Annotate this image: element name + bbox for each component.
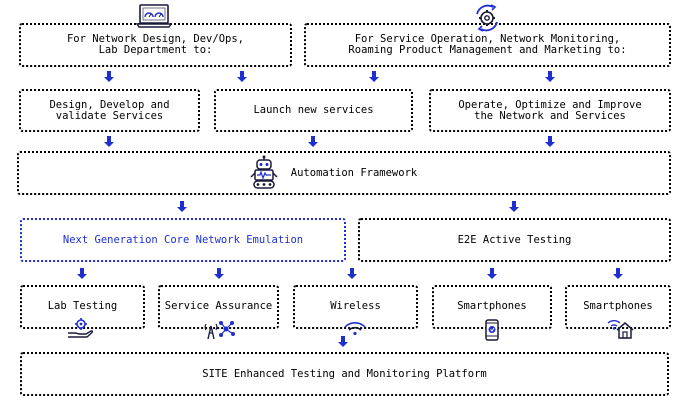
e2e-active-testing-text: E2E Active Testing [457, 233, 572, 246]
service-assurance-text: Service Assurance [164, 300, 273, 312]
arrow-down-icon [545, 136, 555, 147]
core-network-emulation-box: Next Generation Core Network Emulation [20, 218, 346, 262]
arrow-down-icon [347, 268, 357, 279]
automation-framework-box: Automation Framework [17, 151, 671, 195]
site-platform-text: SITE Enhanced Testing and Monitoring Pla… [202, 367, 487, 380]
service-assurance-box: Service Assurance [158, 285, 279, 329]
network-design-text: For Network Design, Dev/Ops, Lab Departm… [66, 33, 244, 56]
design-develop-box: Design, Develop and validate Services [19, 89, 200, 132]
robot-icon [250, 155, 278, 189]
arrow-down-icon [308, 136, 318, 147]
launch-services-text: Launch new services [253, 104, 374, 116]
arrow-down-icon [545, 71, 555, 82]
arrow-down-icon [104, 71, 114, 82]
smartphones-box-2: Smartphones [565, 285, 671, 329]
arrow-down-icon [509, 201, 519, 212]
automation-framework-text: Automation Framework [290, 166, 418, 179]
operate-optimize-text: Operate, Optimize and Improve the Networ… [458, 98, 642, 122]
laptop-dashboard-icon [136, 3, 172, 29]
lab-testing-text: Lab Testing [47, 300, 118, 312]
wireless-text: Wireless [330, 300, 381, 312]
smartphones-text-1: Smartphones [457, 300, 527, 312]
wifi-icon [343, 320, 367, 336]
arrow-down-icon [77, 268, 87, 279]
site-platform-box: SITE Enhanced Testing and Monitoring Pla… [20, 352, 669, 396]
arrow-down-icon [237, 71, 247, 82]
design-develop-text: Design, Develop and validate Services [49, 98, 170, 122]
smartphone-icon [485, 319, 499, 341]
arrow-down-icon [104, 136, 114, 147]
core-network-emulation-text: Next Generation Core Network Emulation [62, 233, 304, 246]
launch-services-box: Launch new services [214, 89, 413, 132]
arrow-down-icon [613, 268, 623, 279]
e2e-active-testing-box: E2E Active Testing [358, 218, 671, 262]
arrow-down-icon [214, 268, 224, 279]
arrow-down-icon [369, 71, 379, 82]
antenna-network-icon [203, 318, 237, 340]
gear-cycle-icon [471, 2, 503, 34]
home-wifi-icon [606, 317, 634, 339]
smartphones-text-2: Smartphones [583, 300, 653, 312]
hand-gear-icon [66, 317, 94, 339]
operate-optimize-box: Operate, Optimize and Improve the Networ… [429, 89, 671, 132]
service-operation-text: For Service Operation, Network Monitorin… [348, 33, 627, 56]
arrow-down-icon [338, 336, 348, 347]
arrow-down-icon [177, 201, 187, 212]
arrow-down-icon [487, 268, 497, 279]
network-design-box: For Network Design, Dev/Ops, Lab Departm… [19, 23, 292, 67]
